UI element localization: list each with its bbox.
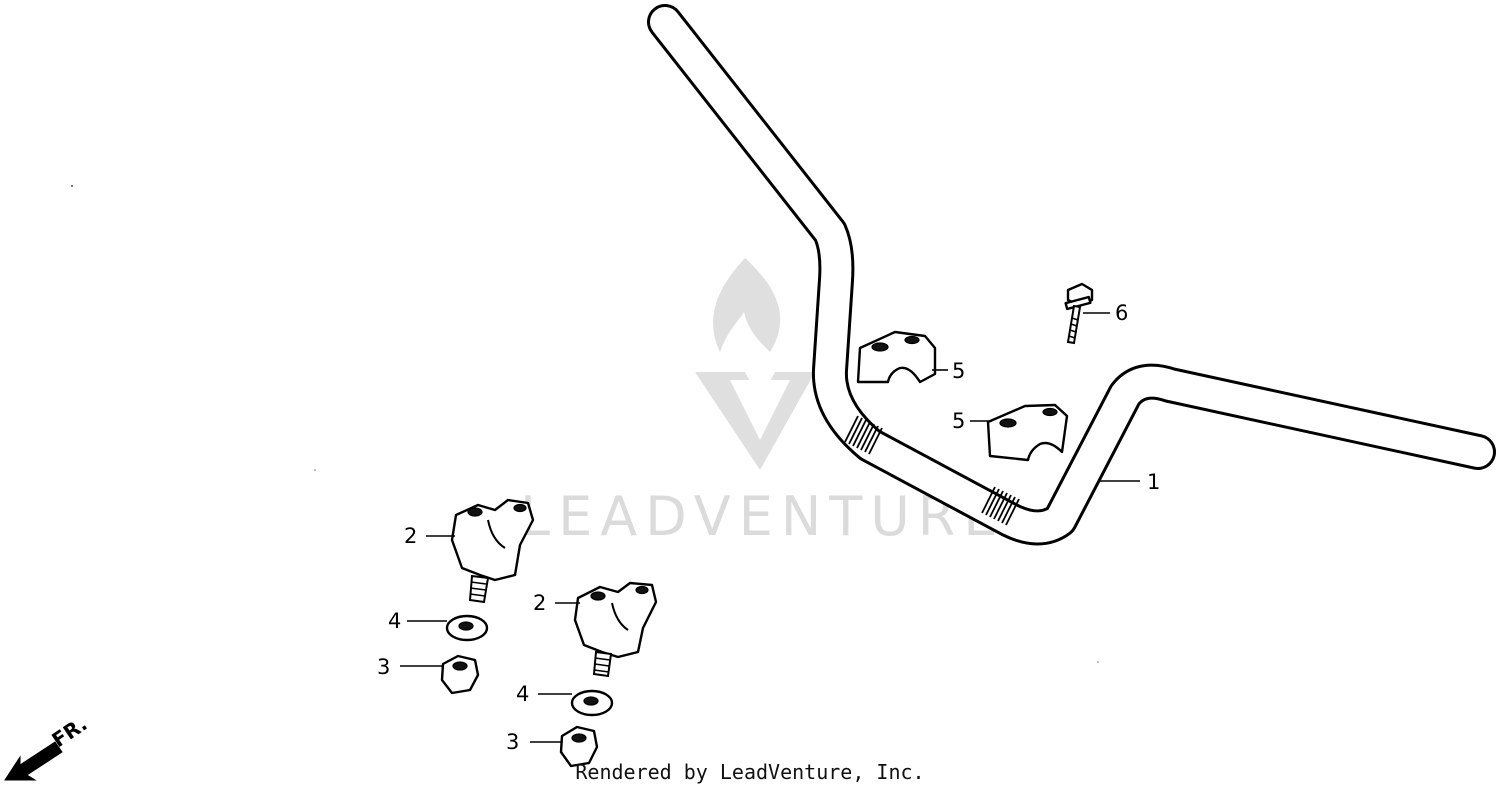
callout-3-left: 3 bbox=[377, 655, 390, 679]
clamp-lower: 5 bbox=[952, 403, 1069, 462]
watermark: LEADVENTURE bbox=[520, 258, 1005, 548]
callout-4-right: 4 bbox=[516, 682, 529, 706]
callout-2-left: 2 bbox=[404, 524, 417, 548]
nut-left: 3 bbox=[377, 654, 480, 695]
handlebar-knurl-left bbox=[844, 415, 883, 455]
footer: Rendered by LeadVenture, Inc. bbox=[0, 760, 1500, 784]
nut-right: 3 bbox=[506, 725, 599, 768]
callout-3-right: 3 bbox=[506, 730, 519, 754]
front-arrow-icon bbox=[4, 741, 63, 781]
holder-left: 2 bbox=[404, 498, 535, 604]
holder-right: 2 bbox=[533, 581, 658, 678]
callout-4-left: 4 bbox=[388, 609, 401, 633]
callout-1: 1 bbox=[1147, 470, 1160, 494]
handlebar: 1 bbox=[647, 4, 1496, 546]
watermark-text: LEADVENTURE bbox=[520, 485, 1005, 548]
bolt: 6 bbox=[1064, 282, 1128, 345]
footer-credit: Rendered by LeadVenture, Inc. bbox=[575, 760, 925, 784]
callout-6: 6 bbox=[1115, 301, 1128, 325]
washer-right: 4 bbox=[516, 682, 614, 717]
clamp-upper: 5 bbox=[856, 330, 965, 384]
washer-left: 4 bbox=[388, 609, 489, 642]
callout-5-upper: 5 bbox=[952, 359, 965, 383]
callout-5-lower: 5 bbox=[952, 409, 965, 433]
handlebar-knurl-right bbox=[981, 486, 1020, 526]
watermark-flame-icon bbox=[695, 258, 815, 470]
callout-2-right: 2 bbox=[533, 591, 546, 615]
